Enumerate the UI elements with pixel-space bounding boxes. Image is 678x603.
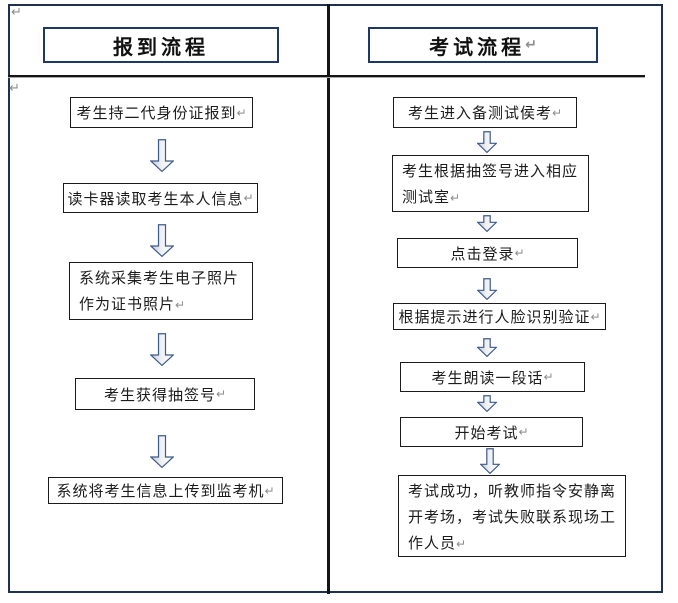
exam-step-4: 根据提示进行人脸识别验证↵	[393, 303, 606, 330]
step-text: 系统采集考生电子照片 作为证书照片	[79, 270, 240, 313]
step-text: 考生持二代身份证报到	[76, 105, 237, 122]
paragraph-mark-icon: ↵	[514, 246, 525, 260]
paragraph-mark-icon: ↵	[243, 191, 254, 205]
paragraph-mark-icon: ↵	[456, 537, 467, 551]
checkin-step-3: 系统采集考生电子照片 作为证书照片↵	[69, 262, 253, 320]
checkin-step-4: 考生获得抽签号↵	[75, 378, 255, 410]
step-text: 读卡器读取考生本人信息	[67, 190, 244, 208]
exam-step-5: 考生朗读一段话↵	[400, 362, 585, 392]
exam-title: 考试流程	[429, 36, 526, 59]
paragraph-mark-icon: ↵	[450, 191, 461, 205]
paragraph-mark-icon: ↵	[551, 105, 563, 120]
step-text: 考生获得抽签号	[103, 386, 216, 404]
checkin-title: 报到流程	[113, 36, 209, 59]
paragraph-mark-icon: ↵	[9, 81, 20, 96]
column-divider	[327, 4, 330, 594]
paragraph-mark-icon: ↵	[543, 370, 554, 384]
exam-step-6: 开始考试↵	[400, 417, 583, 447]
down-arrow-icon	[477, 338, 497, 357]
step-text: 考生朗读一段话	[431, 369, 544, 387]
down-arrow-icon	[477, 215, 497, 232]
paragraph-mark-icon: ↵	[175, 298, 186, 312]
down-arrow-icon	[150, 435, 174, 468]
step-text: 考试成功，听教师指令安静离 开考场，考试失败联系现场工 作人员	[408, 483, 617, 552]
exam-step-7: 考试成功，听教师指令安静离 开考场，考试失败联系现场工 作人员↵	[398, 475, 626, 557]
step-text: 考生根据抽签号进入相应 测试室	[402, 163, 579, 206]
header-separator	[8, 75, 645, 78]
checkin-title-box: 报到流程	[43, 27, 279, 63]
checkin-step-1: 考生持二代身份证报到↵	[70, 97, 253, 128]
exam-title-box: 考试流程↵	[368, 27, 598, 63]
checkin-step-2: 读卡器读取考生本人信息↵	[63, 183, 258, 213]
exam-step-1: 考生进入备测试侯考↵	[393, 97, 577, 128]
down-arrow-icon	[477, 395, 497, 412]
down-arrow-icon	[477, 131, 497, 153]
paragraph-mark-icon: ↵	[525, 37, 537, 53]
down-arrow-icon	[477, 278, 497, 300]
page-frame	[8, 4, 663, 593]
step-text: 根据提示进行人脸识别验证	[398, 309, 591, 326]
step-text: 开始考试	[454, 424, 519, 442]
step-text: 点击登录	[450, 245, 515, 263]
down-arrow-icon	[150, 224, 174, 257]
exam-step-3: 点击登录↵	[397, 238, 578, 268]
step-text: 系统将考生信息上传到监考机	[56, 483, 265, 500]
paragraph-mark-icon: ↵	[518, 425, 529, 439]
paragraph-mark-icon: ↵	[264, 483, 275, 498]
paragraph-mark-icon: ↵	[11, 5, 22, 20]
down-arrow-icon	[150, 333, 174, 366]
step-text: 考生进入备测试侯考	[407, 105, 552, 122]
paragraph-mark-icon: ↵	[215, 387, 227, 401]
down-arrow-icon	[150, 139, 174, 172]
paragraph-mark-icon: ↵	[590, 309, 601, 324]
down-arrow-icon	[480, 448, 500, 474]
paragraph-mark-icon: ↵	[236, 105, 247, 120]
checkin-step-5: 系统将考生信息上传到监考机↵	[48, 477, 283, 504]
exam-step-2: 考生根据抽签号进入相应 测试室↵	[392, 155, 589, 212]
